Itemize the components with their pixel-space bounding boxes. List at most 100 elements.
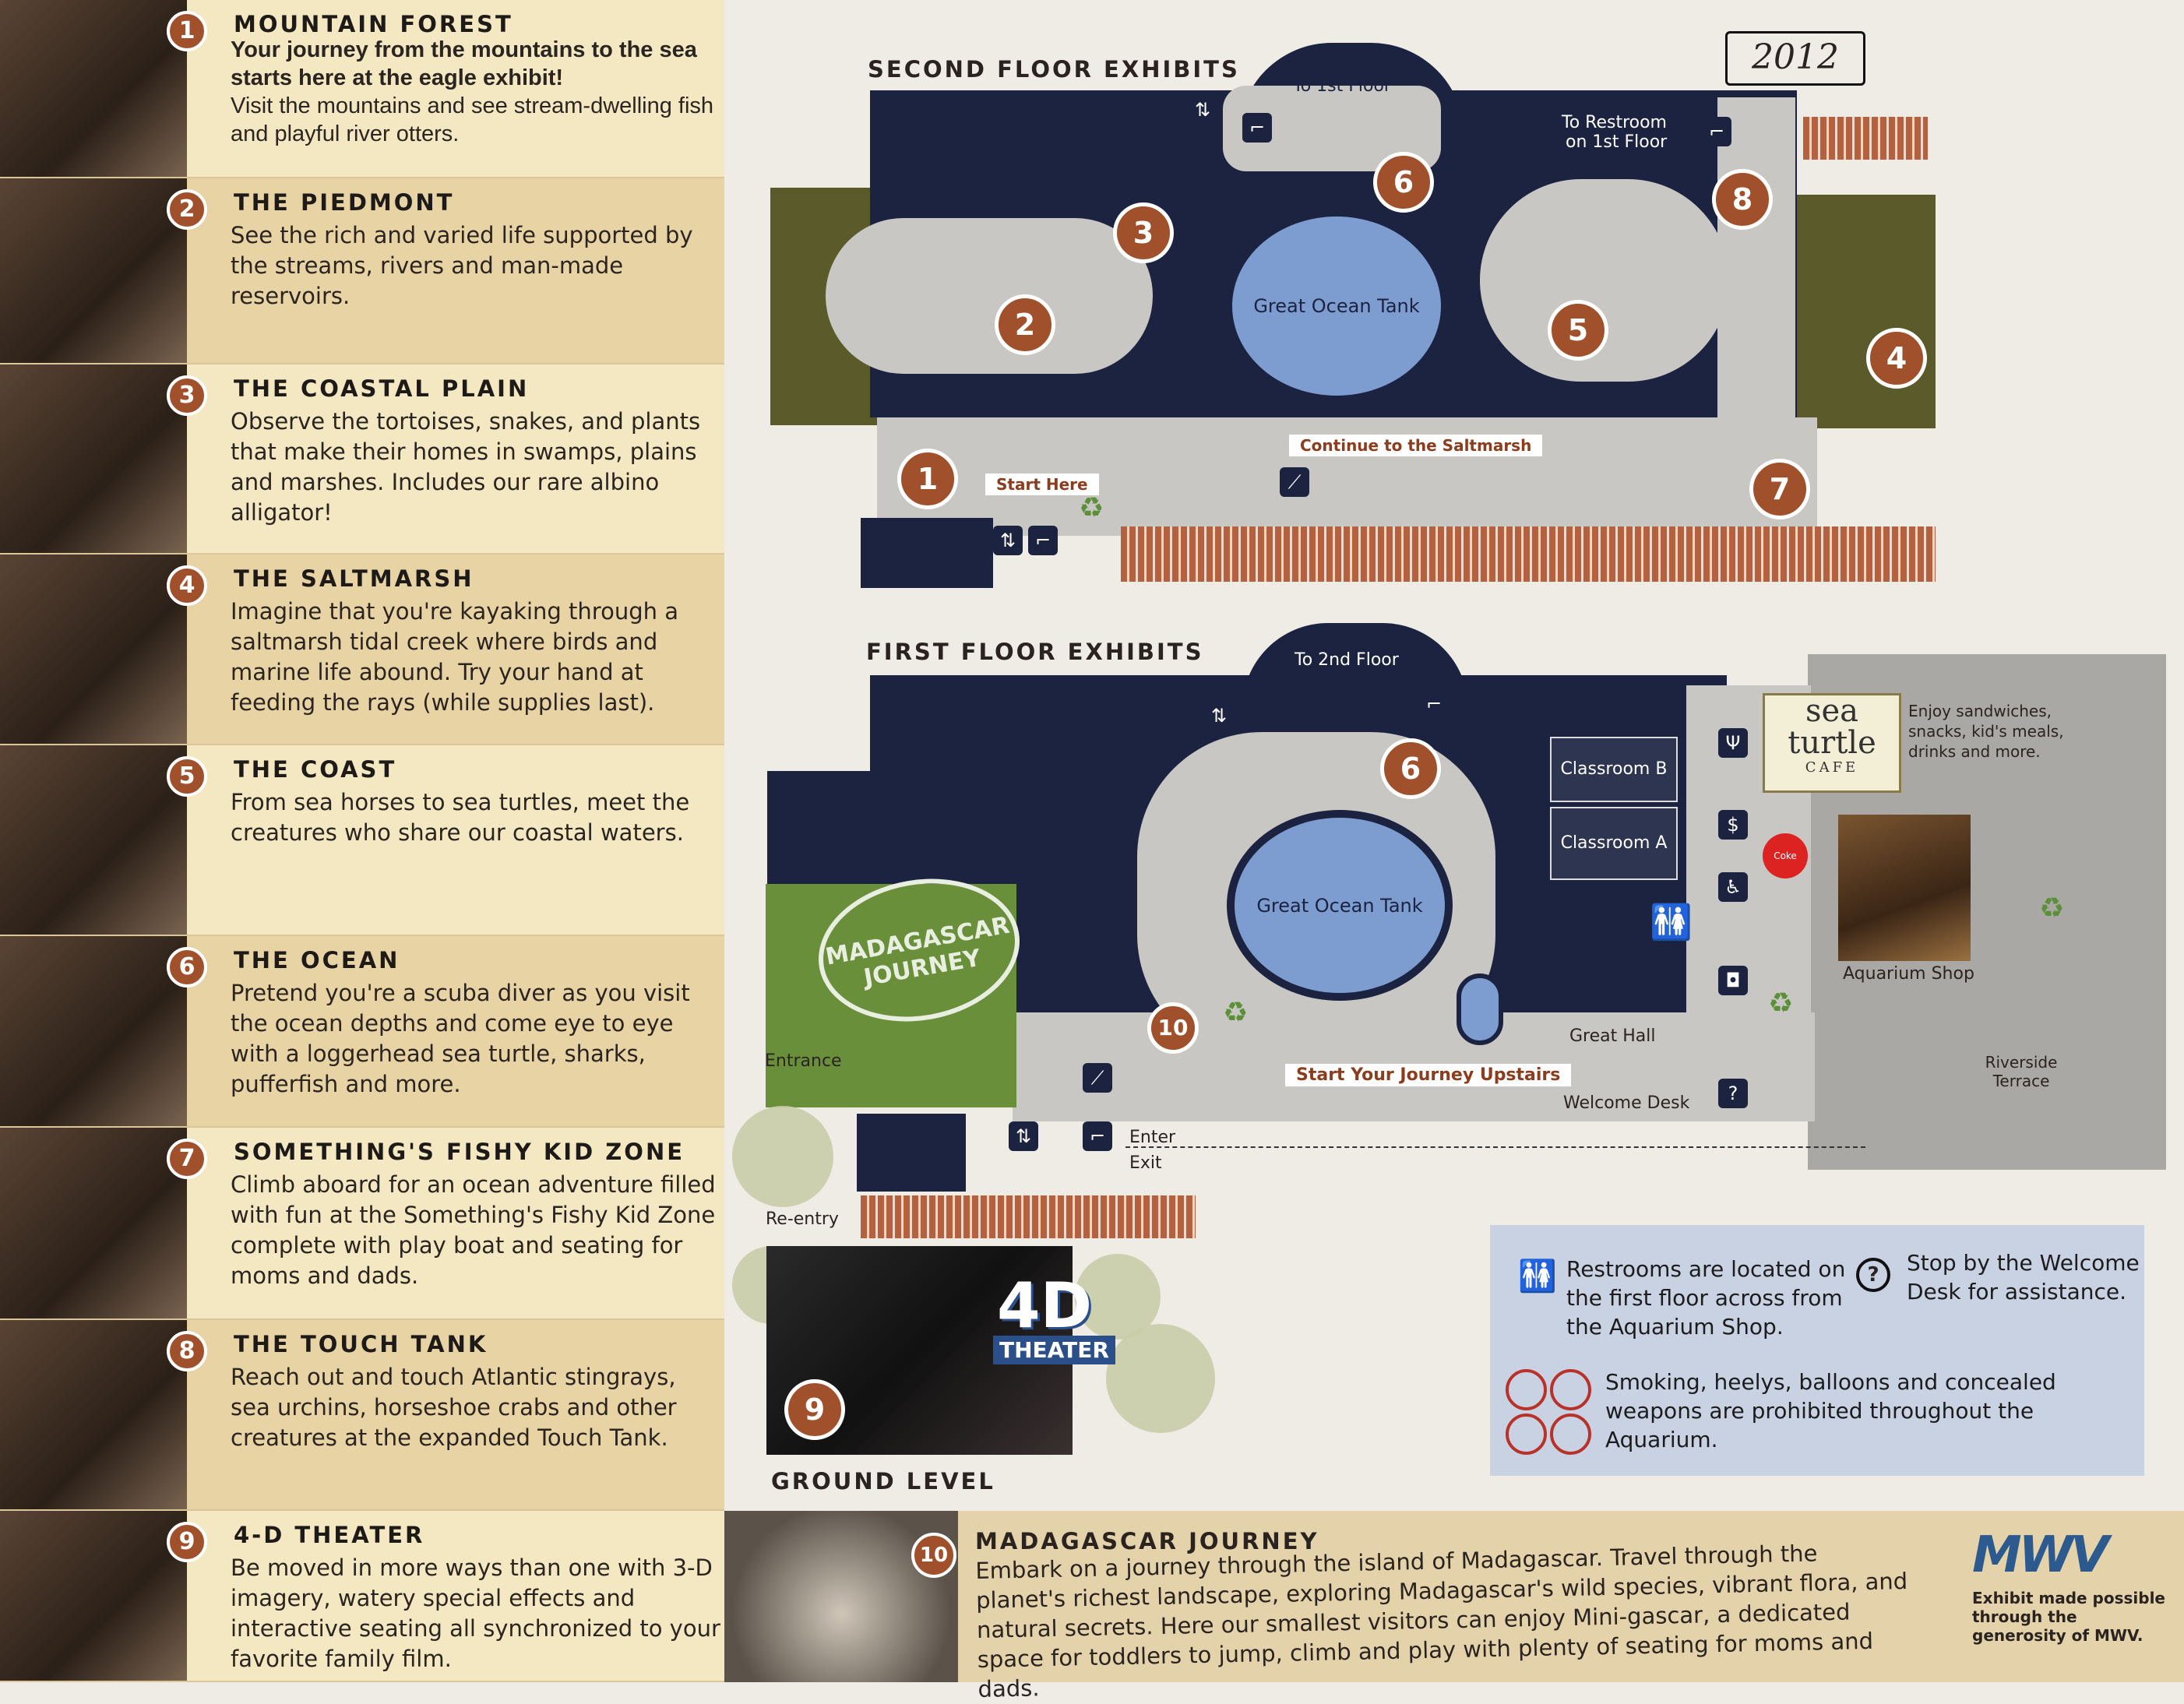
exhibit-item: 9 4-D THEATER Be moved in more ways than… bbox=[0, 1511, 724, 1682]
restroom-icon: 🚻 bbox=[1650, 903, 1693, 942]
exhibit-text: Pretend you're a scuba diver as you visi… bbox=[231, 980, 690, 1097]
exhibit-title: MOUNTAIN FOREST bbox=[234, 11, 513, 37]
classroom-a: Classroom A bbox=[1550, 807, 1678, 880]
to-first-floor-label: To 1st Floor bbox=[1293, 76, 1391, 96]
cafe-logo-word: sea bbox=[1805, 693, 1859, 729]
elevator-icon: ⇅ bbox=[993, 526, 1023, 555]
exhibit-item: 7 SOMETHING'S FISHY KID ZONE Climb aboar… bbox=[0, 1128, 724, 1320]
exhibit-text: See the rich and varied life supported b… bbox=[231, 222, 693, 309]
exhibit-list: 1 MOUNTAIN FOREST Your journey from the … bbox=[0, 0, 724, 1682]
exhibit-text: Observe the tortoises, snakes, and plant… bbox=[231, 408, 701, 526]
prohibited-icons bbox=[1506, 1369, 1591, 1455]
escalator-icon: ⟋ bbox=[1280, 467, 1309, 497]
no-weapons-icon bbox=[1550, 1414, 1591, 1455]
exhibit-description: Your journey from the mountains to the s… bbox=[231, 36, 721, 148]
madagascar-title: MADAGASCAR JOURNEY bbox=[975, 1528, 1319, 1554]
welcome-desk-label: Welcome Desk bbox=[1563, 1093, 1690, 1113]
exhibit-text: Be moved in more ways than one with 3-D … bbox=[231, 1554, 720, 1672]
exhibit-description: Be moved in more ways than one with 3-D … bbox=[231, 1553, 721, 1674]
exhibit-item: 6 THE OCEAN Pretend you're a scuba diver… bbox=[0, 936, 724, 1128]
to-second-floor-label: To 2nd Floor bbox=[1295, 650, 1399, 670]
marker-7[interactable]: 7 bbox=[1749, 459, 1810, 519]
exhibit-number: 1 bbox=[167, 11, 207, 51]
marker-6[interactable]: 6 bbox=[1380, 738, 1441, 799]
exhibit-text: From sea horses to sea turtles, meet the… bbox=[231, 789, 690, 846]
elevator-icon: ⇅ bbox=[1009, 1121, 1038, 1151]
exhibit-photo bbox=[0, 1128, 187, 1318]
exhibit-item: 3 THE COASTAL PLAIN Observe the tortoise… bbox=[0, 364, 724, 555]
corridor bbox=[1717, 97, 1795, 424]
walkway bbox=[861, 1195, 1196, 1238]
classroom-b: Classroom B bbox=[1550, 737, 1678, 802]
exhibit-description: See the rich and varied life supported b… bbox=[231, 220, 721, 312]
marker-8[interactable]: 8 bbox=[1712, 169, 1773, 230]
block bbox=[767, 771, 892, 888]
exhibit-number: 4 bbox=[167, 565, 207, 606]
exhibit-text: Visit the mountains and see stream-dwell… bbox=[231, 93, 714, 146]
madagascar-area bbox=[766, 884, 1016, 1107]
elevator-icon: ⇅ bbox=[1204, 701, 1234, 731]
exhibit-title: SOMETHING'S FISHY KID ZONE bbox=[234, 1139, 685, 1165]
exhibit-number: 6 bbox=[167, 947, 207, 988]
block bbox=[857, 1114, 966, 1192]
exhibit-number: 2 bbox=[167, 189, 207, 230]
walkway bbox=[1803, 117, 1928, 160]
exhibit-title: THE TOUCH TANK bbox=[234, 1331, 488, 1357]
madagascar-band: 10 MADAGASCAR JOURNEY Embark on a journe… bbox=[724, 1511, 2184, 1702]
marker-10[interactable]: 10 bbox=[1147, 1002, 1199, 1054]
exhibit-photo bbox=[0, 0, 187, 177]
exhibit-item: 8 THE TOUCH TANK Reach out and touch Atl… bbox=[0, 1320, 724, 1511]
exhibit-photo bbox=[0, 555, 187, 744]
great-ocean-tank: Great Ocean Tank bbox=[1227, 810, 1453, 1001]
recycle-icon: ♻ bbox=[1223, 997, 1249, 1029]
block bbox=[861, 518, 993, 588]
marker-5[interactable]: 5 bbox=[1548, 300, 1608, 361]
sponsor-note: Exhibit made possible through the genero… bbox=[1972, 1589, 2165, 1645]
exhibit-title: 4-D THEATER bbox=[234, 1522, 425, 1548]
exhibit-text: Imagine that you're kayaking through a s… bbox=[231, 598, 678, 716]
exhibit-title: THE OCEAN bbox=[234, 947, 400, 973]
exhibit-description: From sea horses to sea turtles, meet the… bbox=[231, 787, 721, 848]
continue-saltmarsh-label: Continue to the Saltmarsh bbox=[1289, 435, 1543, 456]
second-floor-title: SECOND FLOOR EXHIBITS bbox=[868, 56, 1240, 83]
entrance-label: Entrance bbox=[765, 1051, 842, 1071]
corridor bbox=[826, 218, 1153, 374]
marker-3[interactable]: 3 bbox=[1113, 202, 1174, 263]
exhibit-number: 3 bbox=[167, 375, 207, 416]
exhibit-photo bbox=[0, 745, 187, 935]
cafe-logo-word: CAFE bbox=[1805, 759, 1859, 776]
exhibit-title: THE SALTMARSH bbox=[234, 565, 474, 592]
exhibit-title: THE COASTAL PLAIN bbox=[234, 375, 530, 402]
shop-photo bbox=[1838, 815, 1971, 961]
atm-icon: $ bbox=[1718, 810, 1748, 840]
help-icon: ? bbox=[1856, 1258, 1890, 1292]
reentry-label: Re-entry bbox=[766, 1209, 839, 1229]
stairs-icon: ⌐ bbox=[1028, 526, 1058, 555]
marker-2[interactable]: 2 bbox=[995, 294, 1055, 355]
exhibit-item: 2 THE PIEDMONT See the rich and varied l… bbox=[0, 178, 724, 364]
great-hall-label: Great Hall bbox=[1569, 1026, 1656, 1046]
coca-cola-icon: Coke bbox=[1763, 833, 1808, 878]
theater-logo: 4D bbox=[997, 1269, 1093, 1342]
tank-small bbox=[1457, 973, 1503, 1045]
exhibit-item: 5 THE COAST From sea horses to sea turtl… bbox=[0, 745, 724, 936]
stairs-icon: ⌐ bbox=[1702, 117, 1731, 146]
exhibit-photo bbox=[0, 1511, 187, 1681]
marker-1[interactable]: 1 bbox=[897, 449, 958, 509]
food-icon: Ψ bbox=[1718, 728, 1748, 758]
marker-9[interactable]: 9 bbox=[784, 1379, 845, 1440]
madagascar-desc: Embark on a journey through the island o… bbox=[975, 1540, 1908, 1702]
to-restroom-label-2: on 1st Floor bbox=[1566, 132, 1668, 152]
no-balloons-icon bbox=[1506, 1414, 1547, 1455]
recycle-icon: ♻ bbox=[2039, 892, 2065, 924]
restroom-info: Restrooms are located on the first floor… bbox=[1566, 1256, 1846, 1340]
marker-6[interactable]: 6 bbox=[1373, 152, 1434, 213]
exhibit-description: Climb aboard for an ocean adventure fill… bbox=[231, 1170, 721, 1291]
marker-4[interactable]: 4 bbox=[1866, 328, 1927, 389]
sea-turtle-cafe-logo: sea turtle CAFE bbox=[1763, 693, 1901, 793]
no-heelys-icon bbox=[1550, 1369, 1591, 1410]
prohibited-info: Smoking, heelys, balloons and concealed … bbox=[1605, 1369, 2056, 1452]
no-smoking-icon bbox=[1506, 1369, 1547, 1410]
theater-logo-text: THEATER bbox=[993, 1336, 1115, 1364]
recycle-icon: ♻ bbox=[1768, 988, 1794, 1019]
